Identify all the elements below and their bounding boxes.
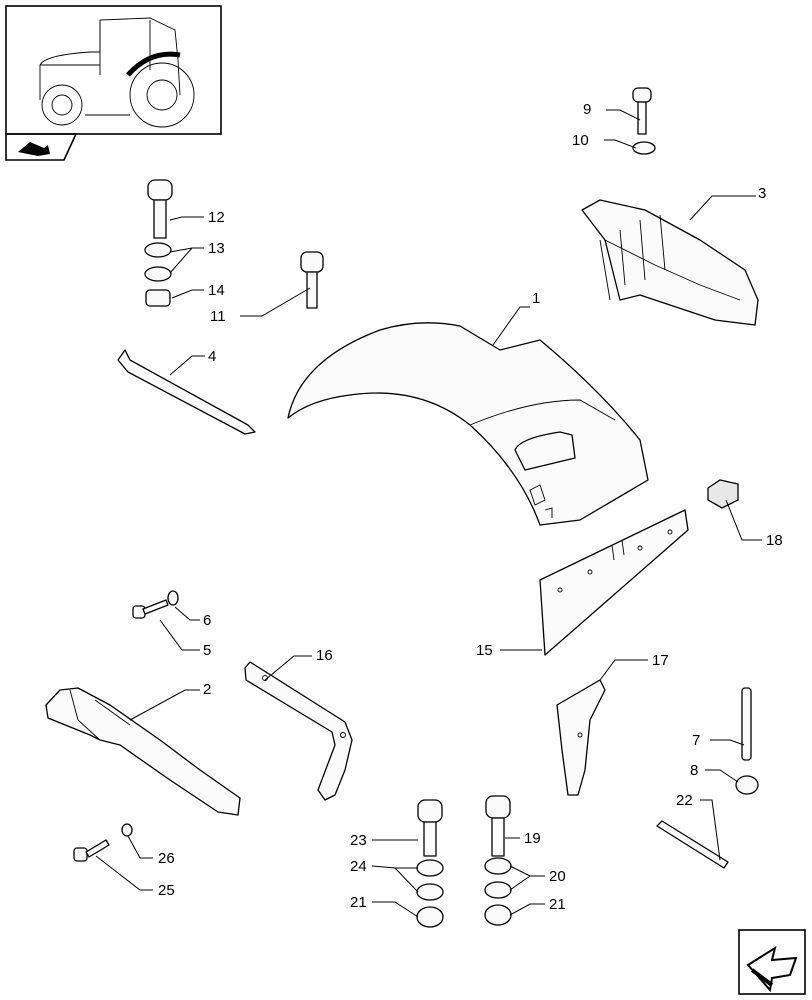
part-20-washer	[484, 857, 512, 875]
part-15-mudflap	[539, 509, 689, 656]
part-8-nut	[735, 775, 759, 795]
callout-11: 11	[210, 308, 226, 325]
callout-24: 24	[350, 858, 367, 875]
part-22-rod	[656, 820, 729, 869]
part-13-washer-a	[144, 242, 172, 258]
part-1-fender	[287, 322, 649, 526]
callout-19: 19	[524, 830, 541, 847]
part-16-plate	[244, 661, 353, 801]
arrow-forward-icon[interactable]	[738, 929, 806, 995]
callout-17: 17	[652, 652, 669, 669]
part-5-bolt	[132, 599, 169, 619]
part-24-washer-b	[416, 883, 444, 901]
leader-lines	[95, 109, 762, 918]
callout-21-left: 21	[350, 894, 367, 911]
part-3-bracket	[581, 199, 759, 326]
part-23-bolt	[417, 799, 443, 857]
part-13-washer-b	[144, 266, 172, 282]
part-20-washer-b	[484, 881, 512, 899]
part-9-bolt	[632, 87, 652, 135]
part-21-nut-right	[484, 904, 512, 926]
part-10-washer	[632, 141, 656, 155]
callout-labels: 1 3 4 2 5 6 9 10 12 13 14 11 15 16 17 18…	[158, 101, 783, 913]
part-12-bolt	[147, 179, 173, 239]
callout-7: 7	[692, 732, 700, 749]
part-18-cap	[707, 479, 739, 509]
callout-13: 13	[208, 240, 225, 257]
part-6-washer	[167, 590, 179, 606]
callout-16: 16	[316, 647, 333, 664]
callout-5: 5	[203, 642, 211, 659]
callout-1: 1	[532, 290, 540, 307]
callout-9: 9	[583, 101, 591, 118]
callout-3: 3	[758, 185, 766, 202]
callout-12: 12	[208, 209, 225, 226]
part-25-bolt	[73, 839, 110, 862]
part-14-nut	[145, 289, 171, 307]
part-11-bolt	[300, 251, 324, 309]
callout-10: 10	[572, 132, 589, 149]
callout-20: 20	[549, 868, 566, 885]
part-24-washer	[416, 859, 444, 877]
callout-14: 14	[208, 282, 225, 299]
callout-23: 23	[350, 832, 367, 849]
part-7-stud	[741, 687, 752, 761]
part-26-washer	[121, 823, 133, 837]
callout-22: 22	[676, 792, 693, 809]
part-4-bar	[117, 349, 256, 435]
callout-8: 8	[690, 762, 698, 779]
callout-2: 2	[203, 681, 211, 698]
callout-4: 4	[208, 348, 216, 365]
callout-15: 15	[476, 642, 493, 659]
callout-6: 6	[203, 612, 211, 629]
part-17-wedge	[556, 679, 606, 796]
arrow-back-icon[interactable]	[5, 133, 78, 161]
callout-18: 18	[766, 532, 783, 549]
part-21-nut-left	[416, 906, 444, 928]
callout-25: 25	[158, 882, 175, 899]
callout-26: 26	[158, 850, 175, 867]
callout-21-right: 21	[549, 896, 566, 913]
part-2-bracket	[45, 687, 241, 816]
part-19-bolt	[485, 795, 511, 857]
tractor-locator-thumbnail	[5, 5, 222, 135]
